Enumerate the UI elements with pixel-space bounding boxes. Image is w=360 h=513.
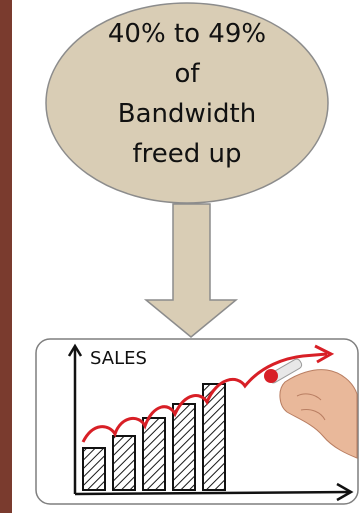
callout-line-2: of xyxy=(174,59,200,89)
hand-with-marker xyxy=(264,358,358,459)
callout-line-3: Bandwidth xyxy=(117,99,257,129)
x-axis-arrowhead xyxy=(336,482,354,502)
hatched-bar xyxy=(202,383,226,491)
hatched-bar xyxy=(172,403,196,491)
callout-text: 40% to 49% of Bandwidth freed up xyxy=(82,14,292,174)
y-axis-arrowhead xyxy=(67,343,83,357)
hatched-bar xyxy=(142,417,166,491)
hatched-bar xyxy=(112,435,136,491)
sales-chart-image: SALES xyxy=(35,338,359,505)
left-border xyxy=(0,0,12,513)
sales-label: SALES xyxy=(90,348,147,369)
hatched-bars xyxy=(82,383,226,491)
down-arrow-shape xyxy=(143,203,239,338)
x-axis-line xyxy=(74,490,352,496)
hatched-bar xyxy=(82,447,106,491)
callout-line-1: 40% to 49% xyxy=(107,19,267,49)
red-trend-line xyxy=(81,352,328,443)
callout-line-4: freed up xyxy=(132,139,242,169)
callout-ellipse xyxy=(45,2,329,204)
left-border-gap xyxy=(12,0,15,513)
red-trend-arrowhead xyxy=(314,344,335,364)
